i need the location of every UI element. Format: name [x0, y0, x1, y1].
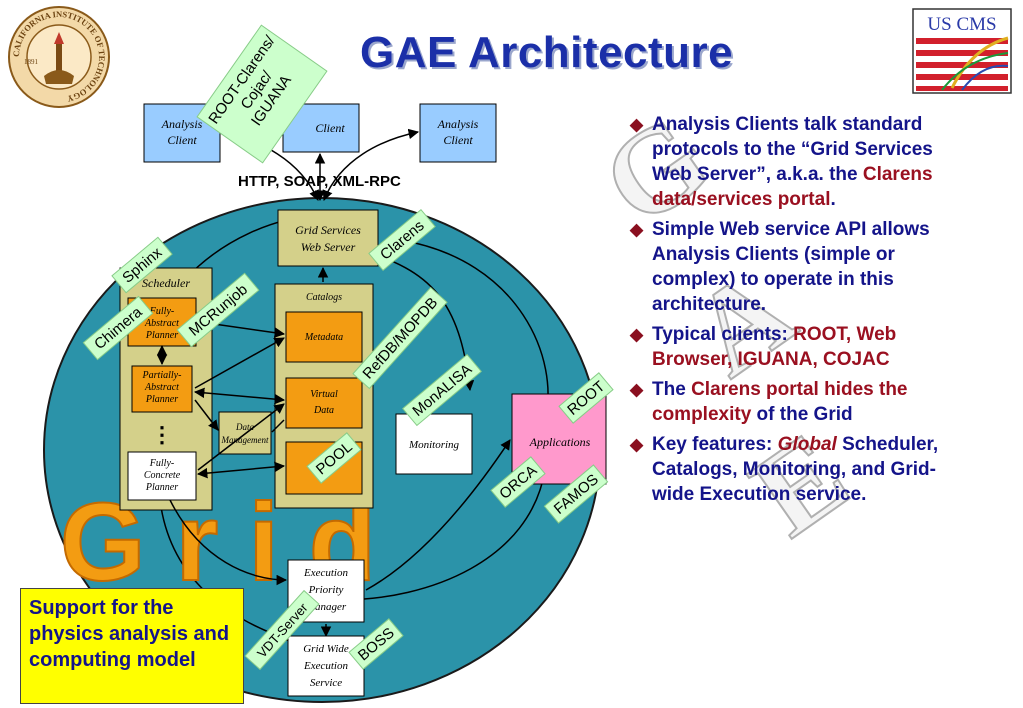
svg-text:1891: 1891 — [24, 58, 39, 66]
virtual-data-box — [285, 377, 363, 429]
uscms-logo: US CMS — [912, 8, 1012, 94]
slide-title: GAE Architecture — [360, 28, 734, 77]
scheduler-title: Scheduler — [142, 276, 190, 290]
metadata-label: Metadata — [304, 332, 343, 343]
diamond-bullet-icon: ◆ — [630, 380, 644, 399]
monitoring-box — [395, 413, 473, 475]
bullet-text: . — [830, 189, 836, 210]
gae-watermark: GAE — [600, 120, 871, 562]
diamond-bullet-icon: ◆ — [630, 115, 644, 134]
bullet-item: ◆ Simple Web service API allows Analysis … — [630, 217, 960, 317]
applications-label: Applications — [529, 435, 591, 449]
bullet-item: ◆ Key features: Global Scheduler, Catalog… — [630, 432, 960, 507]
bullet-text: Clarens data/services portal — [652, 164, 933, 210]
protocol-label: HTTP, SOAP, XML-RPC — [238, 173, 401, 190]
bullet-text: Key features: — [652, 434, 778, 455]
bullet-text: Global — [777, 434, 837, 455]
bullet-text: Analysis Clients talk standard protocols… — [652, 114, 933, 185]
bullet-text: of the Grid — [751, 404, 853, 425]
analysis-client-right-box — [419, 103, 497, 163]
bullet-text: Scheduler, Catalogs, Monitoring, and Gri… — [652, 434, 939, 505]
diamond-bullet-icon: ◆ — [630, 325, 644, 344]
diamond-bullet-icon: ◆ — [630, 220, 644, 239]
diamond-bullet-icon: ◆ — [630, 435, 644, 454]
scheduler-dots: ⋮ — [151, 422, 173, 447]
bullet-item: ◆ Typical clients: ROOT, Web Browser, IGU… — [630, 322, 960, 372]
support-box: Support for the physics analysis and com… — [20, 588, 244, 704]
tag-pool: POOL — [306, 432, 362, 484]
bullet-text: ROOT, Web Browser, IGUANA, COJAC — [652, 324, 897, 370]
bullet-list: ◆ Analysis Clients talk standard protocol… — [630, 112, 960, 512]
fully-concrete-planner-box — [127, 451, 197, 501]
grid-services-box — [277, 209, 379, 267]
caltech-seal-logo: CALIFORNIA INSTITUTE OF TECHNOLOGY 1891 — [8, 6, 110, 108]
grid-wide-execution-box — [287, 635, 365, 697]
monitoring-label: Monitoring — [408, 439, 460, 451]
bullet-text: Clarens portal hides the complexity — [652, 379, 908, 425]
bullet-text: Simple Web service API allows Analysis C… — [652, 219, 930, 315]
partially-abstract-planner-box — [131, 365, 193, 413]
bullet-text: The — [652, 379, 692, 400]
analysis-client-center-label: Client — [315, 121, 345, 135]
bullet-text: Typical clients: — [652, 324, 794, 345]
bullet-item: ◆ Analysis Clients talk standard protocol… — [630, 112, 960, 212]
catalogs-title: Catalogs — [306, 292, 342, 303]
svg-text:US CMS: US CMS — [927, 14, 996, 35]
bullet-item: ◆ The Clarens portal hides the complexity… — [630, 377, 960, 427]
metadata-box — [285, 311, 363, 363]
